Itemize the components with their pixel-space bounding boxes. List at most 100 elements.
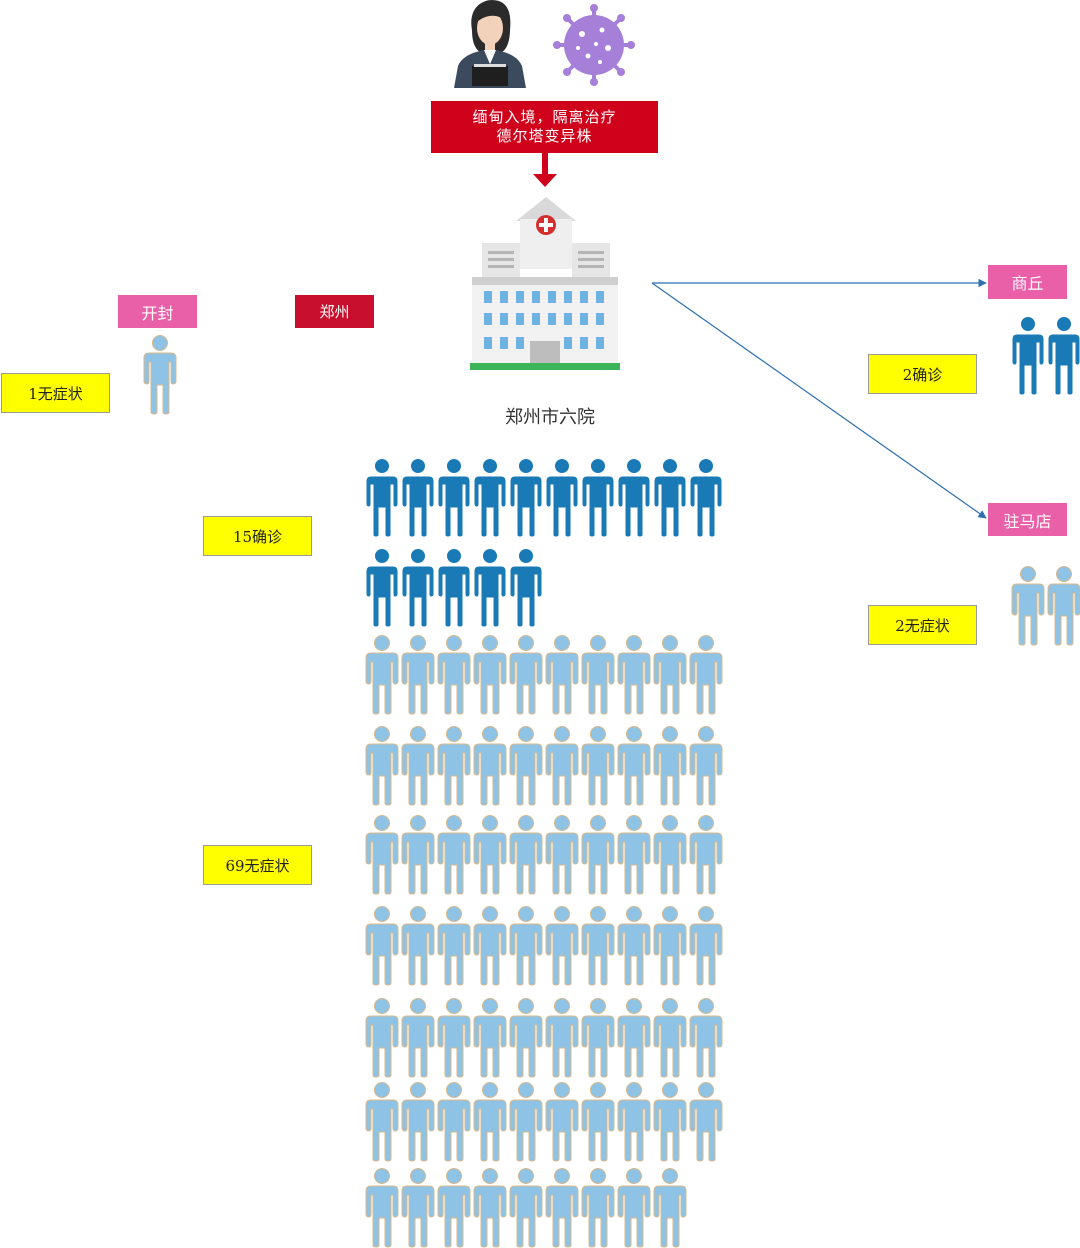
person-icon-asymptomatic xyxy=(473,906,507,986)
person-icon-asymptomatic xyxy=(617,815,651,895)
person-icon-asymptomatic xyxy=(473,726,507,806)
woman-avatar-icon xyxy=(454,0,526,88)
person-icon-confirmed xyxy=(617,458,651,538)
person-icon-asymptomatic xyxy=(509,998,543,1078)
person-icon-asymptomatic xyxy=(509,1168,543,1248)
person-icon-asymptomatic xyxy=(365,635,399,715)
city-tag-shangqiu: 商丘 xyxy=(988,265,1067,299)
person-icon-confirmed xyxy=(473,458,507,538)
person-icon-asymptomatic xyxy=(437,1082,471,1162)
person-icon-asymptomatic xyxy=(653,998,687,1078)
person-icon-asymptomatic xyxy=(617,998,651,1078)
person-icon-asymptomatic xyxy=(473,1082,507,1162)
person-icon-asymptomatic xyxy=(1011,566,1045,646)
person-icon-asymptomatic xyxy=(689,815,723,895)
virus-icon xyxy=(553,4,635,86)
person-icon-asymptomatic xyxy=(545,815,579,895)
person-icon-confirmed xyxy=(401,458,435,538)
person-icon-asymptomatic xyxy=(653,635,687,715)
person-icon-asymptomatic xyxy=(365,1082,399,1162)
count-zhengzhou-confirmed: 15确诊 xyxy=(203,516,312,556)
person-icon-asymptomatic xyxy=(473,998,507,1078)
person-icon-confirmed xyxy=(437,458,471,538)
person-icon-asymptomatic xyxy=(545,998,579,1078)
person-icon-confirmed xyxy=(581,458,615,538)
person-icon-asymptomatic xyxy=(545,1168,579,1248)
person-icon-asymptomatic xyxy=(653,906,687,986)
person-icon-confirmed xyxy=(473,548,507,628)
person-icon-asymptomatic xyxy=(365,1168,399,1248)
person-icon-confirmed xyxy=(1011,316,1045,396)
person-icon-asymptomatic xyxy=(545,1082,579,1162)
count-zhengzhou-asymptomatic: 69无症状 xyxy=(203,845,312,885)
city-tag-zhumadian: 驻马店 xyxy=(988,503,1067,536)
person-icon-asymptomatic xyxy=(143,335,177,415)
person-icon-confirmed xyxy=(653,458,687,538)
person-icon-asymptomatic xyxy=(437,815,471,895)
person-icon-asymptomatic xyxy=(437,998,471,1078)
person-icon-asymptomatic xyxy=(365,998,399,1078)
person-icon-asymptomatic xyxy=(689,998,723,1078)
person-icon-asymptomatic xyxy=(509,815,543,895)
person-icon-asymptomatic xyxy=(653,726,687,806)
person-icon-asymptomatic xyxy=(365,906,399,986)
person-icon-asymptomatic xyxy=(509,635,543,715)
arrow-to-zhumadian xyxy=(651,282,987,519)
person-icon-asymptomatic xyxy=(1047,566,1080,646)
person-icon-confirmed xyxy=(1047,316,1080,396)
person-icon-asymptomatic xyxy=(401,815,435,895)
person-icon-asymptomatic xyxy=(689,635,723,715)
down-arrow-icon xyxy=(533,152,557,187)
person-icon-confirmed xyxy=(509,548,543,628)
person-icon-asymptomatic xyxy=(473,1168,507,1248)
person-icon-asymptomatic xyxy=(617,1082,651,1162)
person-icon-asymptomatic xyxy=(617,1168,651,1248)
person-icon-asymptomatic xyxy=(473,635,507,715)
person-icon-asymptomatic xyxy=(509,906,543,986)
city-tag-kaifeng: 开封 xyxy=(118,295,197,328)
person-icon-asymptomatic xyxy=(581,1082,615,1162)
source-banner: 缅甸入境，隔离治疗 德尔塔变异株 xyxy=(431,101,658,153)
person-icon-asymptomatic xyxy=(545,635,579,715)
person-icon-asymptomatic xyxy=(365,815,399,895)
person-icon-asymptomatic xyxy=(365,726,399,806)
person-icon-asymptomatic xyxy=(401,1082,435,1162)
banner-line-1: 缅甸入境，隔离治疗 xyxy=(472,108,617,126)
person-icon-asymptomatic xyxy=(689,906,723,986)
banner-line-2: 德尔塔变异株 xyxy=(496,127,593,145)
person-icon-confirmed xyxy=(509,458,543,538)
person-icon-asymptomatic xyxy=(509,1082,543,1162)
person-icon-asymptomatic xyxy=(689,726,723,806)
hospital-icon xyxy=(470,197,620,370)
person-icon-asymptomatic xyxy=(581,1168,615,1248)
city-tag-zhengzhou: 郑州 xyxy=(295,295,374,328)
person-icon-asymptomatic xyxy=(581,635,615,715)
person-icon-asymptomatic xyxy=(581,998,615,1078)
person-icon-asymptomatic xyxy=(653,815,687,895)
person-icon-asymptomatic xyxy=(617,726,651,806)
person-icon-asymptomatic xyxy=(401,1168,435,1248)
person-icon-asymptomatic xyxy=(617,635,651,715)
person-icon-confirmed xyxy=(401,548,435,628)
person-icon-asymptomatic xyxy=(401,726,435,806)
person-icon-asymptomatic xyxy=(437,1168,471,1248)
person-icon-asymptomatic xyxy=(509,726,543,806)
person-icon-confirmed xyxy=(365,458,399,538)
person-icon-asymptomatic xyxy=(437,906,471,986)
person-icon-asymptomatic xyxy=(653,1082,687,1162)
person-icon-asymptomatic xyxy=(401,635,435,715)
person-icon-confirmed xyxy=(437,548,471,628)
person-icon-confirmed xyxy=(689,458,723,538)
person-icon-asymptomatic xyxy=(401,906,435,986)
hospital-name: 郑州市六院 xyxy=(505,407,595,428)
person-icon-asymptomatic xyxy=(581,815,615,895)
person-icon-asymptomatic xyxy=(581,906,615,986)
count-shangqiu-confirmed: 2确诊 xyxy=(868,354,977,394)
person-icon-asymptomatic xyxy=(689,1082,723,1162)
person-icon-asymptomatic xyxy=(545,906,579,986)
person-icon-asymptomatic xyxy=(437,635,471,715)
count-zhumadian-asymptomatic: 2无症状 xyxy=(868,605,977,645)
person-icon-confirmed xyxy=(545,458,579,538)
person-icon-asymptomatic xyxy=(581,726,615,806)
